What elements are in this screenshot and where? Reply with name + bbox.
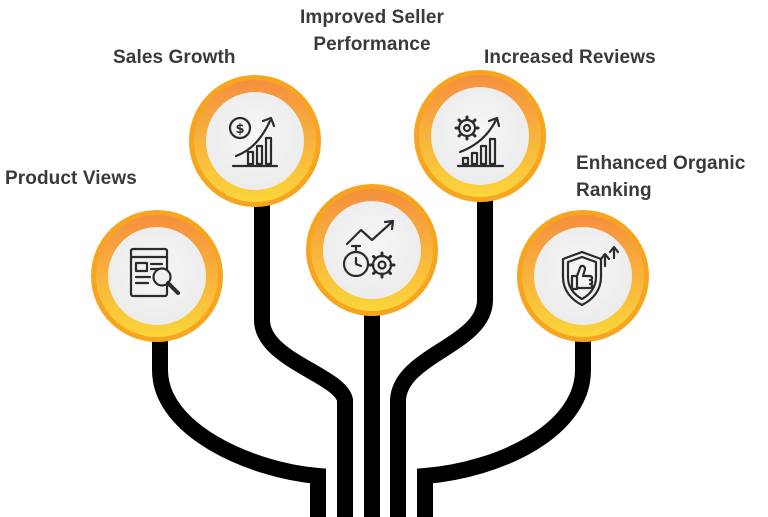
label-product-views: Product Views xyxy=(5,165,137,192)
label-line: Product Views xyxy=(5,168,137,189)
svg-text:$: $ xyxy=(235,122,244,137)
product-search-icon xyxy=(129,247,180,298)
label-sales-growth: Sales Growth xyxy=(113,44,236,71)
branch-increased-reviews xyxy=(390,195,493,517)
branch-product-views xyxy=(152,335,326,517)
branch-enhanced-organic-ranking xyxy=(417,335,591,517)
node-increased-reviews xyxy=(414,70,546,202)
label-line: Ranking xyxy=(576,180,652,201)
node-enhanced-organic-ranking xyxy=(517,210,649,342)
node-product-views xyxy=(91,210,223,342)
label-line: Performance xyxy=(313,34,431,55)
sales-growth-chart-icon: $ xyxy=(228,116,279,168)
label-line: Increased Reviews xyxy=(484,47,656,68)
label-increased-reviews: Increased Reviews xyxy=(484,44,656,71)
label-enhanced-organic-ranking: Enhanced Organic Ranking xyxy=(576,150,745,204)
tree-branches xyxy=(152,195,591,517)
label-line: Sales Growth xyxy=(113,47,236,68)
branch-sales-growth xyxy=(254,205,353,517)
node-sales-growth: $ xyxy=(189,75,321,207)
node-improved-seller-performance xyxy=(306,184,438,316)
shield-thumbs-up-icon xyxy=(561,245,620,307)
label-line: Improved Seller xyxy=(299,7,445,28)
performance-timer-gear-icon xyxy=(342,219,396,279)
label-line: Enhanced Organic xyxy=(576,153,746,174)
growth-gear-chart-icon xyxy=(454,115,505,168)
label-improved-seller-performance: Improved Seller Performance xyxy=(289,4,455,58)
